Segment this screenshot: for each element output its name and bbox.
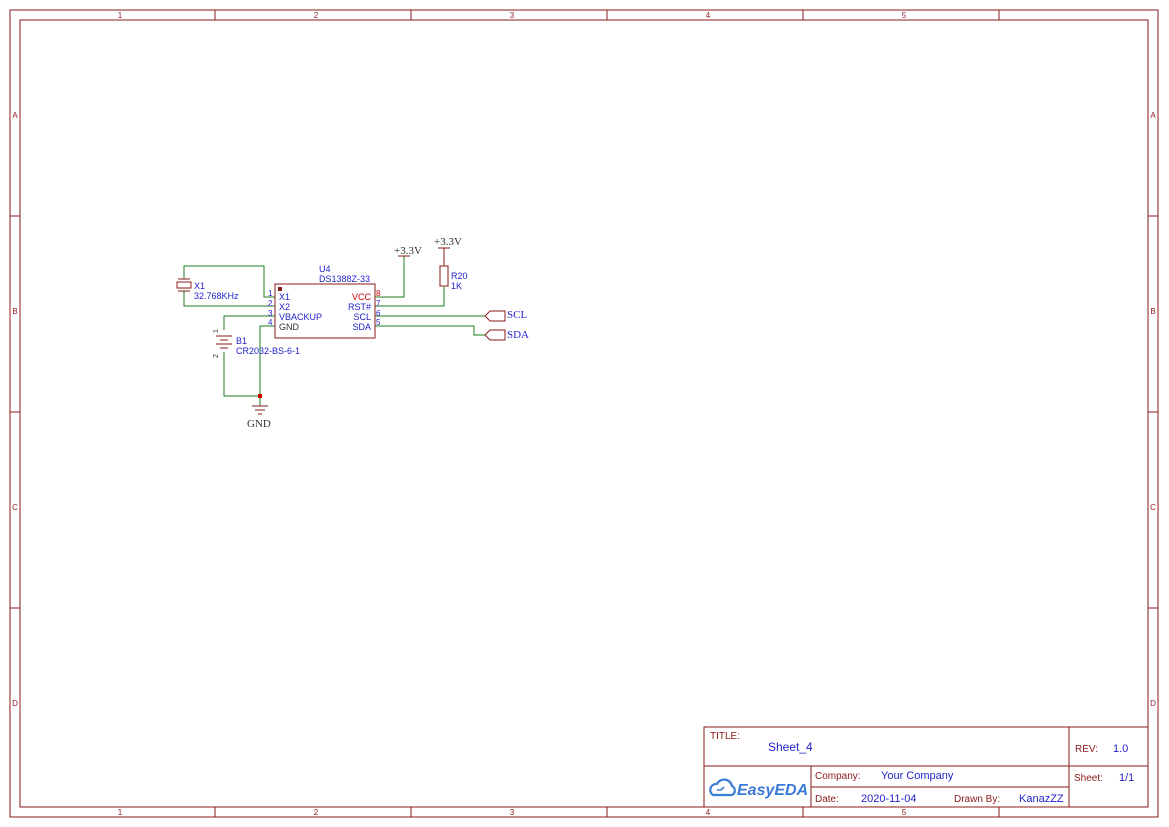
u4-body [274,283,376,339]
col-label: 3 [510,808,515,817]
x1-value: 32.768KHz [194,291,239,301]
wire-sda[interactable] [375,325,485,336]
sheet-value: 1/1 [1119,772,1134,784]
b1-battery[interactable]: 1 2 B1 CR2032-BS-6-1 [213,329,300,358]
row-labels-right: A B C D [1150,111,1156,708]
u4-pin-name-vcc: VCC [352,292,372,302]
row-label: B [12,307,17,316]
u4-designator: U4 [319,264,331,274]
rev-label: REV: [1075,744,1098,755]
drawn-by-label: Drawn By: [954,794,1000,805]
vcc-symbol-1[interactable]: +3.3V [394,245,422,257]
logo-text: EasyEDA [737,782,808,799]
col-label: 4 [706,11,711,20]
title-block-border [703,726,1149,808]
r20-body [439,265,449,287]
col-label: 4 [706,808,711,817]
u4-pin-name-gnd: GND [279,322,300,332]
column-labels-bottom: 1 2 3 4 5 [118,808,907,817]
port-flag [484,310,506,322]
wire-rst[interactable] [375,287,445,307]
u4-pin-name-rst: RST# [348,302,371,312]
gnd-symbol[interactable]: GND [247,405,271,430]
u4-pin-num: 8 [376,289,381,298]
sheet-label: Sheet: [1074,773,1103,784]
gnd-label: GND [247,418,271,430]
net-port-scl[interactable]: SCL [484,309,527,322]
drawn-by-value: KanazZZ [1019,793,1064,805]
b1-value: CR2032-BS-6-1 [236,346,300,356]
title-label: TITLE: [710,731,740,742]
r20-designator: R20 [451,271,468,281]
wire-vcc[interactable] [375,256,405,298]
u4-pin-name-scl: SCL [353,312,371,322]
u4-pin-num: 5 [376,318,381,327]
u4-pin-num: 2 [268,299,273,308]
b1-pin-minus: 2 [213,354,220,358]
rev-value: 1.0 [1113,743,1128,755]
row-label: A [12,111,18,120]
wire-u4-gnd[interactable] [259,325,275,406]
company-label: Company: [815,771,861,782]
b1-pin-plus: 1 [213,329,220,333]
row-label: C [12,503,18,512]
col-label: 2 [314,11,319,20]
wire-b1-gnd[interactable] [223,352,260,397]
u4-rtc-chip[interactable]: U4 DS1388Z-33 1 2 3 4 X1 X2 VBACKUP GND … [268,264,381,339]
u4-part-number: DS1388Z-33 [319,274,370,284]
u4-pin-name-vbackup: VBACKUP [279,312,322,322]
wire-x1-pin1[interactable] [183,265,275,298]
sda-port-label: SDA [507,329,529,341]
u4-pin-name-x1: X1 [279,292,290,302]
u4-pin-num: 6 [376,309,381,318]
vcc-symbol-2[interactable]: +3.3V [434,236,462,249]
col-label: 5 [902,808,907,817]
u4-pin-name-x2: X2 [279,302,290,312]
x1-crystal[interactable]: X1 32.768KHz [176,278,239,301]
drawing-frame [9,9,1159,818]
u4-pin-num: 4 [268,318,273,327]
cloud-icon-detail [717,786,725,791]
wire-b1-vbackup[interactable] [223,315,275,330]
port-flag [484,329,506,341]
col-label: 1 [118,808,123,817]
u4-pin-num: 7 [376,299,381,308]
r20-resistor[interactable]: R20 1K [439,248,468,291]
col-label: 3 [510,11,515,20]
date-value: 2020-11-04 [861,793,916,805]
title-block: TITLE: Sheet_4 REV: 1.0 Company: Your Co… [703,726,1149,808]
u4-pin-num: 3 [268,309,273,318]
column-labels-top: 1 2 3 4 5 [118,11,907,20]
crystal-body [176,281,192,289]
date-label: Date: [815,794,839,805]
col-label: 1 [118,11,123,20]
vcc-label-1: +3.3V [394,245,422,257]
b1-designator: B1 [236,336,247,346]
row-label: C [1150,503,1156,512]
row-labels-left: A B C D [12,111,18,708]
net-port-sda[interactable]: SDA [484,329,529,341]
wire-x1-pin2[interactable] [183,291,275,307]
row-label: D [12,699,18,708]
r20-value: 1K [451,281,462,291]
x1-designator: X1 [194,281,205,291]
col-label: 2 [314,808,319,817]
cloud-icon [709,778,736,797]
row-label: D [1150,699,1156,708]
wires [183,256,485,406]
scl-port-label: SCL [507,309,527,321]
u4-pin-name-sda: SDA [352,322,371,332]
easyeda-logo: EasyEDA [709,778,808,799]
row-label: A [1150,111,1156,120]
row-label: B [1150,307,1155,316]
junction-dot [258,394,262,398]
u4-pin-num: 1 [268,289,273,298]
col-label: 5 [902,11,907,20]
pin1-marker [278,287,282,291]
sheet-title: Sheet_4 [768,740,813,754]
vcc-label-2: +3.3V [434,236,462,248]
company-value: Your Company [881,770,954,782]
